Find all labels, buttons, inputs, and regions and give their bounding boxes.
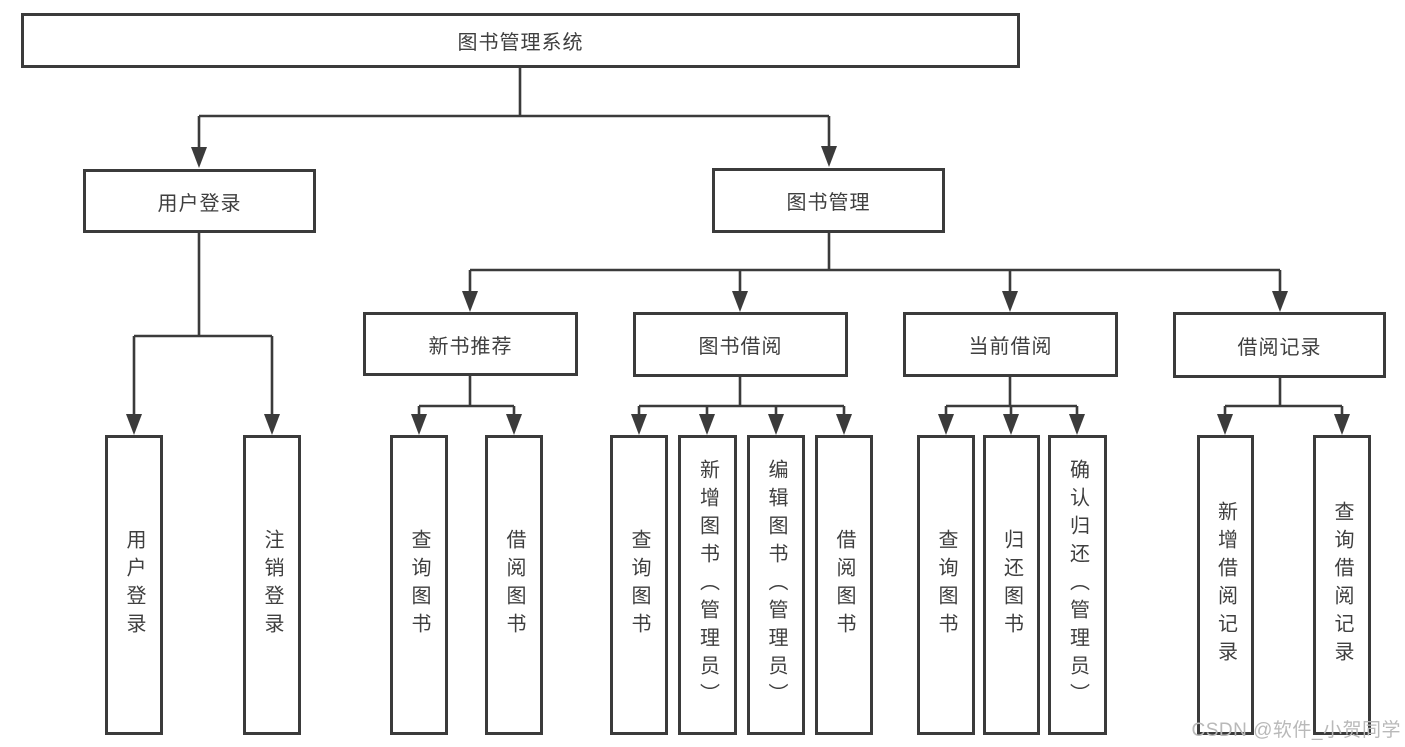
edge-user-login-to-leaves [126,233,280,435]
node-new-books: 新书推荐 [363,312,578,376]
leaf-book-borrow-borrow: 借阅图书 [815,435,873,735]
edge-current-borrow-to-leaves [938,377,1085,435]
edge-new-books-to-leaves [411,375,522,435]
edge-book-borrow-to-leaves [631,377,852,435]
leaf-current-borrow-confirm: 确认归还（管理员） [1048,435,1107,735]
node-borrow-records: 借阅记录 [1173,312,1386,378]
leaf-borrow-records-query: 查询借阅记录 [1313,435,1371,735]
node-current-borrow: 当前借阅 [903,312,1118,377]
node-root: 图书管理系统 [21,13,1020,68]
edge-book-mgmt-to-level3 [462,233,1288,312]
node-user-login: 用户登录 [83,169,316,233]
csdn-watermark: CSDN @软件_小贺同学 [1191,720,1401,741]
leaf-book-borrow-add: 新增图书（管理员） [678,435,737,735]
leaf-user-login-logout: 注销登录 [243,435,301,735]
leaf-new-books-borrow: 借阅图书 [485,435,543,735]
leaf-new-books-query: 查询图书 [390,435,448,735]
leaf-current-borrow-query: 查询图书 [917,435,975,735]
leaf-borrow-records-add: 新增借阅记录 [1197,435,1254,735]
node-book-mgmt: 图书管理 [712,168,945,233]
leaf-current-borrow-return: 归还图书 [983,435,1040,735]
edge-root-to-level2 [191,68,837,168]
edge-borrow-records-to-leaves [1217,377,1350,435]
leaf-book-borrow-edit: 编辑图书（管理员） [747,435,805,735]
node-book-borrow: 图书借阅 [633,312,848,377]
leaf-book-borrow-query: 查询图书 [610,435,668,735]
leaf-user-login-login: 用户登录 [105,435,163,735]
